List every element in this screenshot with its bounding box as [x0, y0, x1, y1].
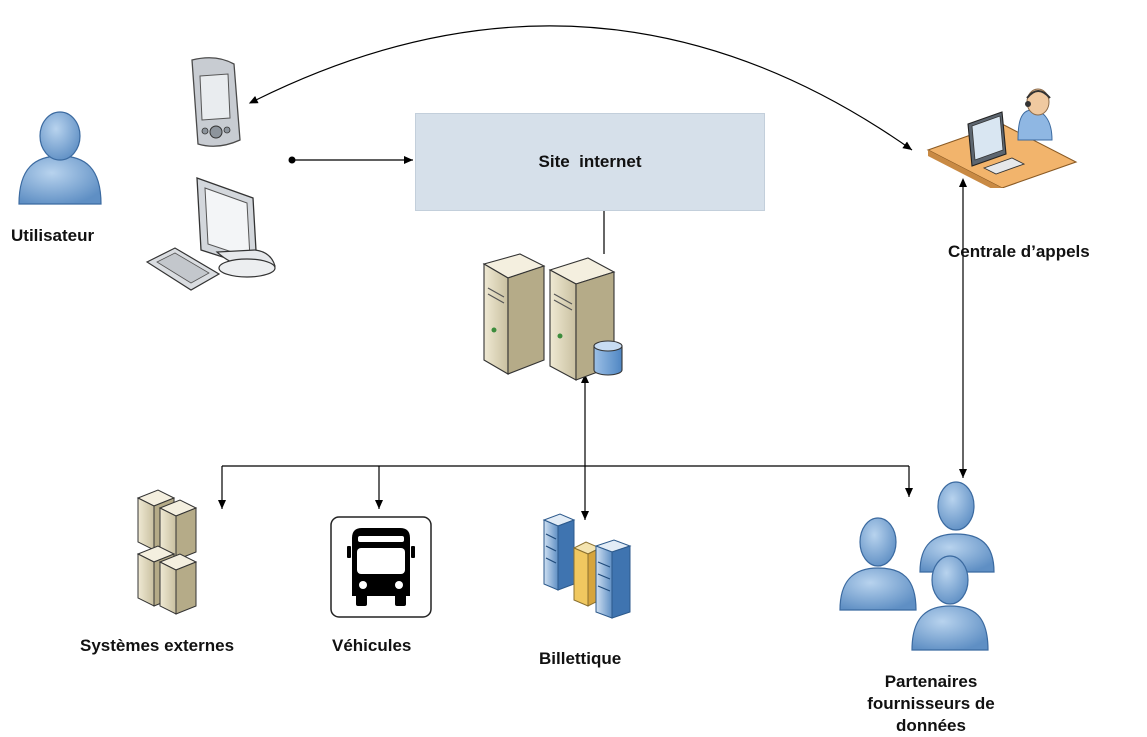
external-systems-label: Systèmes externes — [80, 636, 235, 655]
partners-label-line2: fournisseurs de — [867, 694, 995, 713]
server-pair-database-icon — [482, 253, 623, 381]
user-group-icon — [839, 481, 995, 651]
ticketing-label: Billettique — [539, 649, 622, 668]
server-stack-icon — [136, 489, 198, 615]
call-center-label: Centrale d’appels — [948, 242, 1090, 261]
site-internet-label: Site internet — [538, 152, 642, 171]
desktop-computer-icon — [145, 177, 276, 291]
arc-pda-to-call-center — [248, 25, 913, 151]
user-label: Utilisateur — [11, 226, 95, 245]
user-icon — [18, 111, 102, 205]
pda-icon — [191, 57, 241, 147]
datacenter-icon — [542, 513, 632, 619]
site-internet-box: Site internet — [415, 113, 765, 211]
vehicles-label: Véhicules — [332, 636, 412, 655]
partners-label-line3: données — [896, 716, 966, 735]
partners-label-line1: Partenaires — [884, 672, 978, 691]
call-center-operator-icon — [926, 88, 1078, 188]
bus-icon — [330, 516, 432, 618]
